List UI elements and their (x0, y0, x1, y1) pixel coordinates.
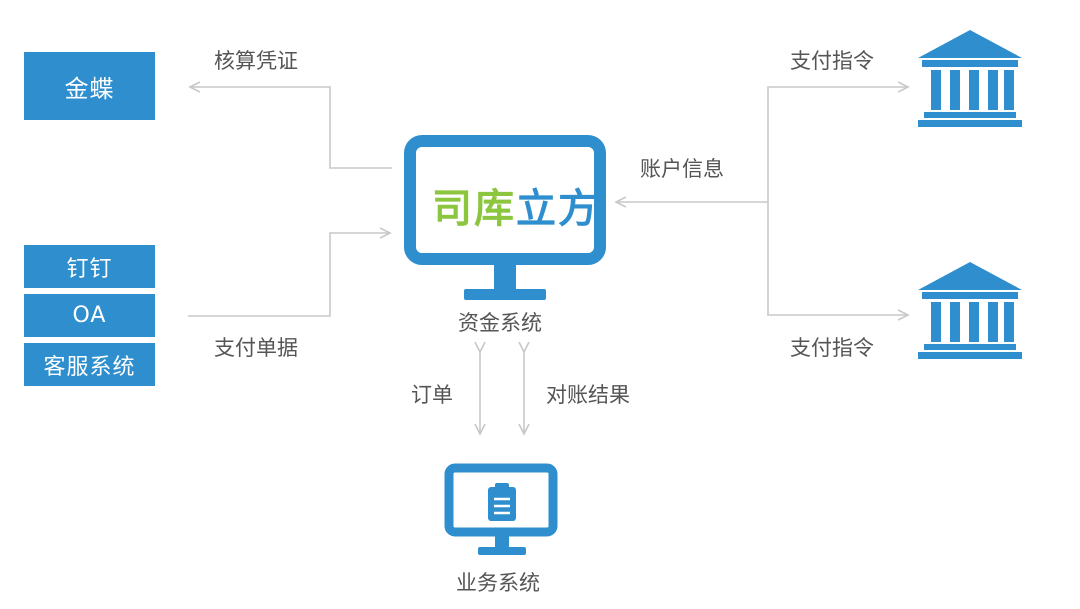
arrow-payment-docs (188, 233, 390, 317)
label-payment-instruction-bottom: 支付指令 (790, 336, 874, 360)
bank-icon (918, 30, 1022, 127)
system-box-customer-service: 客服系统 (24, 343, 155, 386)
bank-icon (918, 262, 1022, 359)
label-business-system: 业务系统 (456, 571, 540, 595)
document-icon (488, 483, 516, 521)
label-center-system: 资金系统 (458, 311, 542, 335)
monitor-icon (404, 135, 606, 300)
system-box-dingtalk: 钉钉 (24, 245, 155, 288)
logo-part1: 司库 (432, 185, 516, 232)
label-reconciliation: 对账结果 (546, 383, 630, 407)
logo-part2: 立方 (516, 185, 600, 232)
label-payment-instruction-top: 支付指令 (790, 49, 874, 73)
label-order: 订单 (411, 383, 453, 407)
logo: 司库立方 (432, 176, 600, 234)
arrow-instruction-top (767, 87, 908, 202)
label-payment-documents: 支付单据 (214, 336, 298, 360)
label-accounting-voucher: 核算凭证 (214, 49, 298, 73)
system-box-kingdee: 金蝶 (24, 52, 155, 120)
system-box-oa: OA (24, 294, 155, 337)
label-account-info: 账户信息 (640, 157, 724, 181)
arrow-instruction-bottom (767, 202, 908, 315)
arrow-voucher (190, 87, 392, 169)
